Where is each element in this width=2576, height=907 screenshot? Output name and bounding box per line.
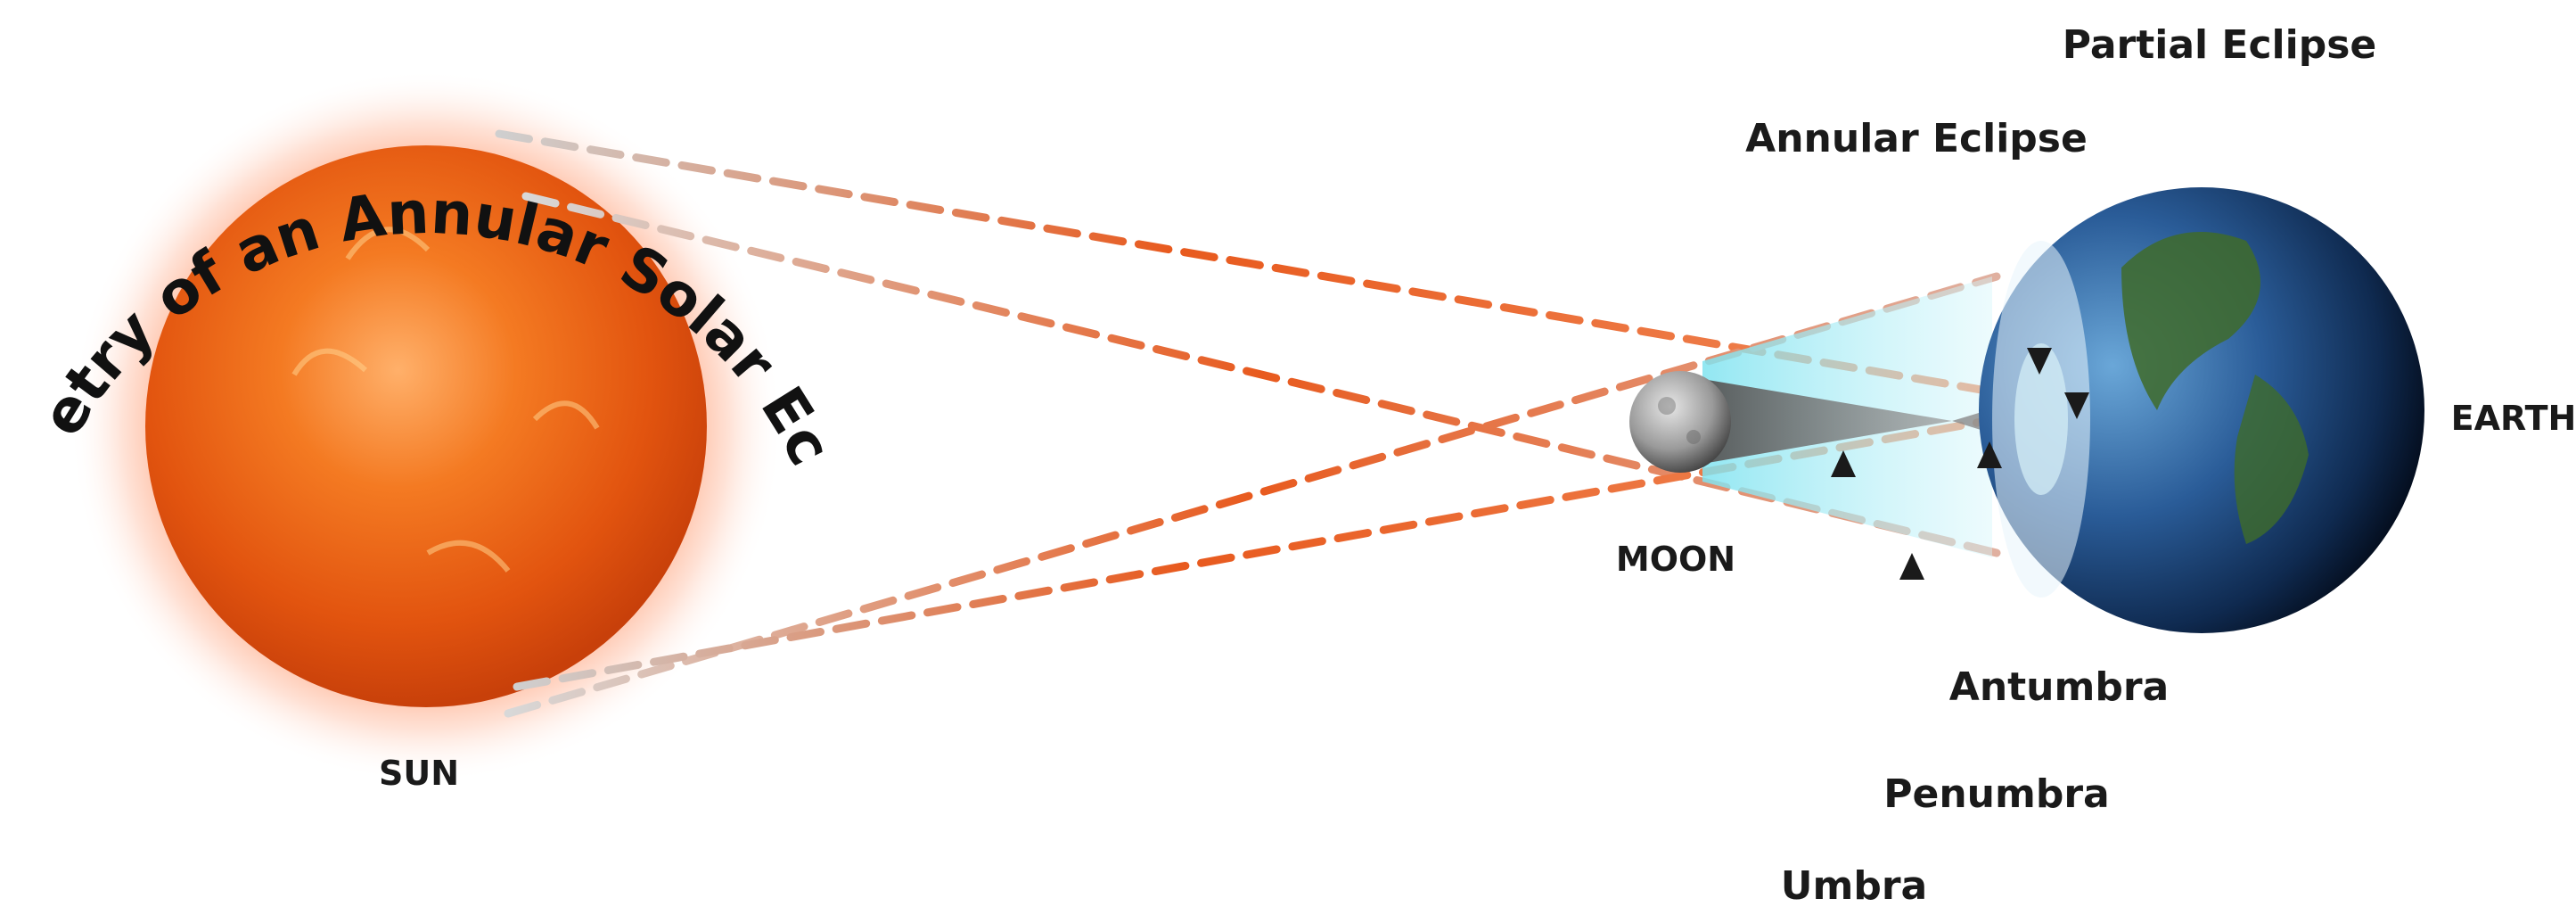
arrow-icon <box>1899 553 1924 580</box>
earth-icon <box>1979 187 2424 633</box>
sun-label: SUN <box>379 754 459 793</box>
antumbra-label: Antumbra <box>1949 664 2169 710</box>
moon-icon <box>1629 371 1731 473</box>
penumbra-pointer <box>1899 553 1924 767</box>
sun-icon <box>70 70 783 783</box>
annular-eclipse-label: Annular Eclipse <box>1745 116 2088 161</box>
penumbra-label: Penumbra <box>1883 771 2109 817</box>
umbra-label: Umbra <box>1781 863 1927 907</box>
moon-label: MOON <box>1616 540 1735 579</box>
partial-eclipse-label: Partial Eclipse <box>2063 22 2377 68</box>
earth-label: EARTH <box>2451 399 2576 438</box>
